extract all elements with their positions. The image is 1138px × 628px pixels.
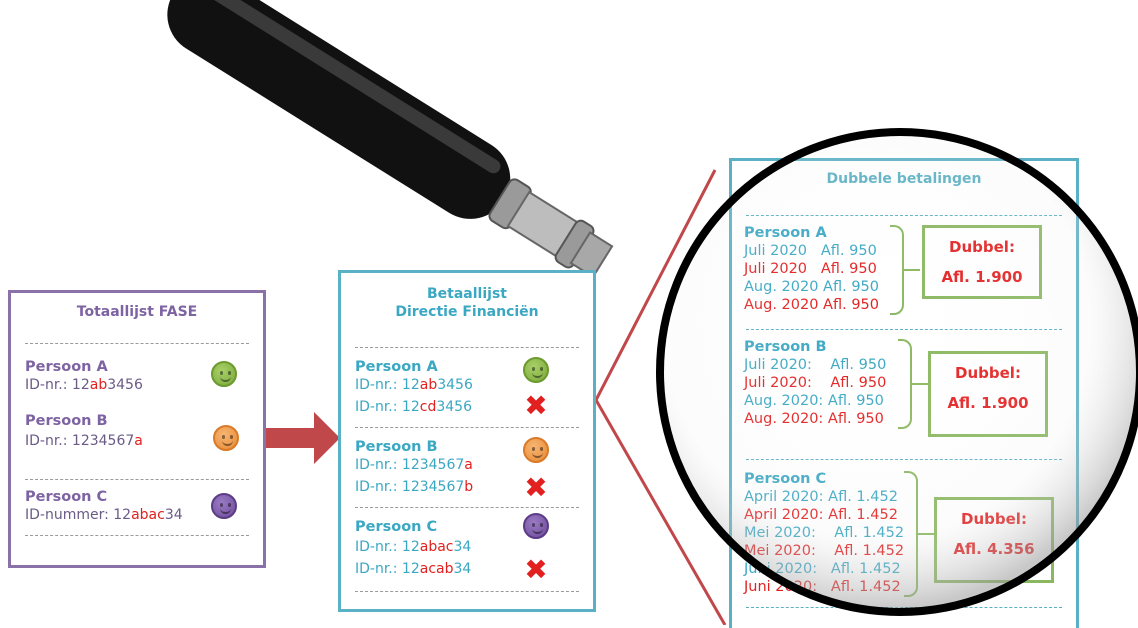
lens-row: April 2020: Afl. 1.452	[744, 489, 898, 505]
divider	[25, 343, 249, 344]
betaal-list-panel: Betaallijst Directie Financiën Persoon A…	[338, 270, 596, 612]
divider	[746, 607, 1062, 608]
betaal-person-c-id2: ID-nr.: 12acab34	[355, 561, 472, 577]
smiley-orange-icon	[523, 437, 549, 463]
fase-person-a-id: ID-nr.: 12ab3456	[25, 377, 143, 393]
divider	[355, 591, 579, 592]
lens-person-a-name: Persoon A	[744, 225, 827, 241]
lens-row: Mei 2020: Afl. 1.452	[744, 525, 905, 541]
cross-icon: ✖	[524, 389, 548, 422]
smiley-green-icon	[523, 357, 549, 383]
cross-icon: ✖	[524, 471, 548, 504]
divider	[355, 507, 579, 508]
betaal-person-a-name: Persoon A	[355, 359, 438, 375]
fase-list-panel: Totaallijst FASE Persoon A ID-nr.: 12ab3…	[8, 290, 266, 568]
betaal-title-line2: Directie Financiën	[395, 304, 539, 320]
lens-row: Juni 2020: Afl. 1.452	[744, 579, 901, 595]
divider	[355, 347, 579, 348]
betaal-person-c-id1: ID-nr.: 12abac34	[355, 539, 472, 555]
dubbel-box-b: Dubbel: Afl. 1.900	[928, 351, 1048, 437]
lens-row: Aug. 2020: Afl. 950	[744, 411, 884, 427]
arrow-right-icon	[266, 412, 340, 464]
fase-person-b-id: ID-nr.: 1234567a	[25, 433, 143, 449]
zoom-line-top	[594, 169, 717, 401]
fase-person-b-name: Persoon B	[25, 413, 108, 429]
brace	[904, 471, 918, 597]
dubbele-betalingen-panel: Dubbele betalingen Persoon A Juli 2020 A…	[729, 158, 1079, 628]
lens-row: Juli 2020 Afl. 950	[744, 243, 877, 259]
lens-title: Dubbele betalingen	[826, 171, 982, 187]
divider	[25, 479, 249, 480]
lens-row: Mei 2020: Afl. 1.452	[744, 543, 905, 559]
brace	[890, 225, 904, 315]
betaal-person-b-id1: ID-nr.: 1234567a	[355, 457, 473, 473]
betaal-person-c-name: Persoon C	[355, 519, 438, 535]
lens-row: Juli 2020: Afl. 950	[744, 375, 887, 391]
betaal-person-a-id1: ID-nr.: 12ab3456	[355, 377, 473, 393]
zoom-line-bottom	[594, 399, 727, 625]
lens-row: Aug. 2020: Afl. 950	[744, 393, 884, 409]
magnifier-handle	[167, 0, 511, 219]
betaal-person-b-id2: ID-nr.: 1234567b	[355, 479, 474, 495]
dubbel-box-c: Dubbel: Afl. 4.356	[934, 497, 1054, 583]
lens-row: April 2020: Afl. 1.452	[744, 507, 898, 523]
brace-tick	[912, 383, 928, 385]
fase-title: Totaallijst FASE	[76, 304, 198, 320]
fase-person-c-id: ID-nummer: 12abac34	[25, 507, 183, 523]
betaal-person-b-name: Persoon B	[355, 439, 438, 455]
lens-row: Aug. 2020 Afl. 950	[744, 279, 879, 295]
dubbel-box-a: Dubbel: Afl. 1.900	[922, 225, 1042, 299]
divider	[746, 459, 1062, 460]
fase-person-a-name: Persoon A	[25, 359, 108, 375]
brace	[898, 339, 912, 429]
lens-row: Aug. 2020 Afl. 950	[744, 297, 879, 313]
lens-person-c-name: Persoon C	[744, 471, 827, 487]
lens-row: Juli 2020: Afl. 950	[744, 357, 887, 373]
fase-person-c-name: Persoon C	[25, 489, 108, 505]
brace-tick	[904, 269, 920, 271]
smiley-purple-icon	[523, 513, 549, 539]
smiley-green-icon	[211, 361, 237, 387]
cross-icon: ✖	[524, 553, 548, 586]
lens-person-b-name: Persoon B	[744, 339, 827, 355]
smiley-purple-icon	[211, 493, 237, 519]
divider	[746, 215, 1062, 216]
divider	[746, 329, 1062, 330]
lens-row: Juli 2020 Afl. 950	[744, 261, 877, 277]
betaal-person-a-id2: ID-nr.: 12cd3456	[355, 399, 472, 415]
divider	[25, 535, 249, 536]
lens-row: Juni 2020: Afl. 1.452	[744, 561, 901, 577]
betaal-title-line1: Betaallijst	[427, 286, 507, 302]
brace-tick	[918, 533, 934, 535]
divider	[355, 427, 579, 428]
smiley-orange-icon	[213, 425, 239, 451]
